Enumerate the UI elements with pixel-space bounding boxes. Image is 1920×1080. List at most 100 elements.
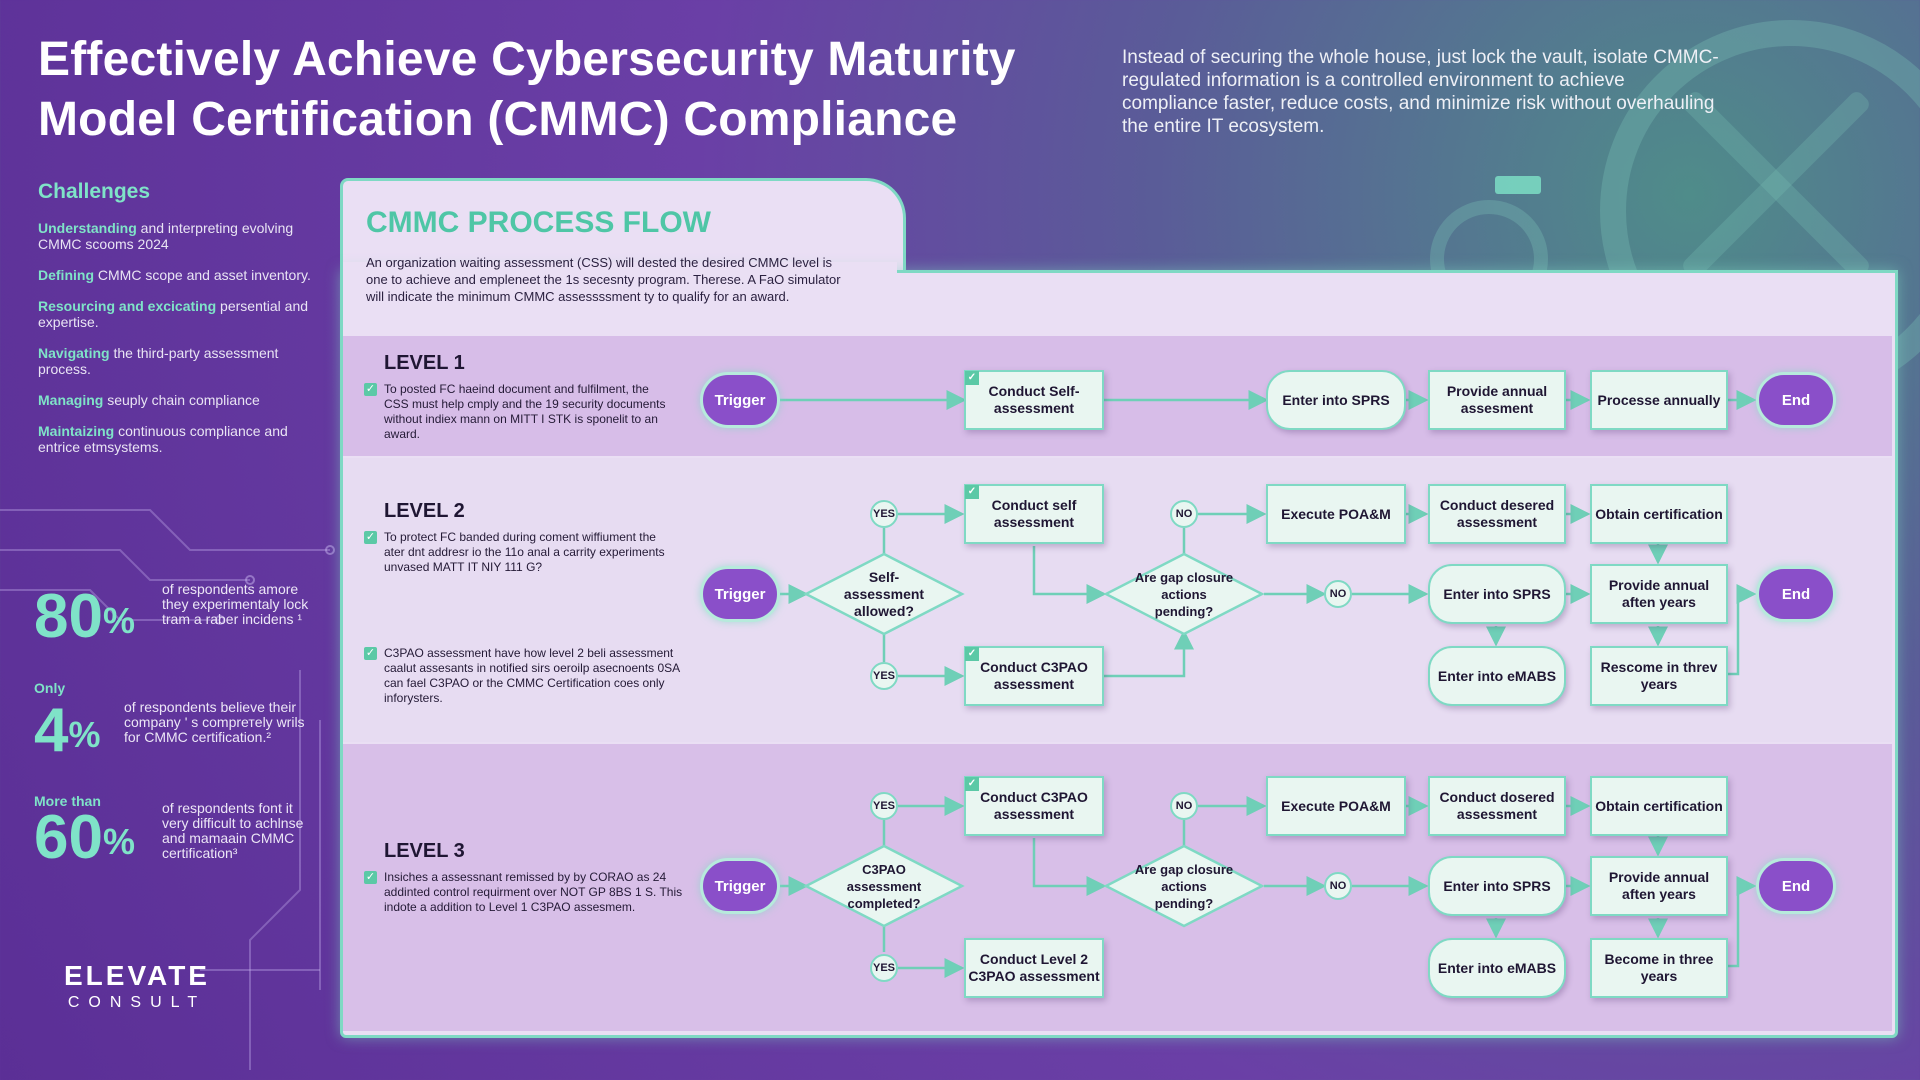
level3-description: ✓ Insiches a assessnant remissed by by C… bbox=[364, 870, 684, 915]
level3-trigger[interactable]: Trigger bbox=[700, 858, 780, 914]
node-label: Conduct C3PAO assessment bbox=[980, 659, 1088, 692]
node-label: Conduct Self-assessment bbox=[988, 383, 1080, 416]
level3-conduct-c3pao[interactable]: ✓ Conduct C3PAO assessment bbox=[964, 776, 1104, 836]
level2-description: ✓ To protect FC banded during coment wif… bbox=[364, 530, 674, 575]
decision-label: Are gap closure actions pending? bbox=[1134, 569, 1234, 619]
level2-obtain-certification[interactable]: Obtain certification bbox=[1590, 484, 1728, 544]
level1-process-annually[interactable]: Processe annually bbox=[1590, 370, 1728, 430]
level3-enter-sprs[interactable]: Enter into SPRS bbox=[1428, 856, 1566, 916]
challenges-heading: Challenges bbox=[38, 180, 151, 203]
level3-execute-poam[interactable]: Execute POA&M bbox=[1266, 776, 1406, 836]
level2-text1: To protect FC banded during coment wiffi… bbox=[384, 530, 665, 574]
challenges-section: Challenges Understanding and interpretin… bbox=[38, 180, 318, 470]
check-icon: ✓ bbox=[364, 531, 377, 544]
level2-yes-top: YES bbox=[870, 500, 898, 528]
challenge-item: Managing seuply chain compliance bbox=[38, 392, 318, 408]
challenge-text: the third-party assessment process. bbox=[38, 345, 279, 377]
process-flow-title: CMMC PROCESS FLOW bbox=[366, 206, 711, 239]
challenge-keyword: Navigating bbox=[38, 345, 110, 361]
level2-conduct-self-assessment[interactable]: ✓ Conduct self assessment bbox=[964, 484, 1104, 544]
challenge-item: Resourcing and excicating persential and… bbox=[38, 298, 318, 330]
stat-value: 4% bbox=[34, 696, 101, 765]
challenge-keyword: Managing bbox=[38, 392, 104, 408]
check-icon: ✓ bbox=[965, 485, 979, 499]
level2-rescome[interactable]: Rescome in threv years bbox=[1590, 646, 1728, 706]
page-title: Effectively Achieve Cybersecurity Maturi… bbox=[38, 33, 1016, 146]
challenge-keyword: Defining bbox=[38, 267, 94, 283]
check-icon: ✓ bbox=[965, 647, 979, 661]
level3-enter-emabs[interactable]: Enter into eMABS bbox=[1428, 938, 1566, 998]
level1-provide-annual[interactable]: Provide annual assesment bbox=[1428, 370, 1566, 430]
level3-conduct-level2-c3pao[interactable]: Conduct Level 2 C3PAO assessment bbox=[964, 938, 1104, 998]
node-label: Conduct C3PAO assessment bbox=[980, 789, 1088, 822]
level3-label: LEVEL 3 bbox=[384, 840, 465, 862]
level3-provide-annual[interactable]: Provide annual aften years bbox=[1590, 856, 1728, 916]
node-label: Conduct self assessment bbox=[991, 497, 1077, 530]
level2-label: LEVEL 2 bbox=[384, 500, 465, 522]
logo-line2: CONSULT bbox=[67, 994, 207, 1011]
level2-yes-bottom: YES bbox=[870, 662, 898, 690]
check-icon: ✓ bbox=[364, 647, 377, 660]
level1-conduct-self-assessment[interactable]: ✓ Conduct Self-assessment bbox=[964, 370, 1104, 430]
challenge-item: Understanding and interpreting evolving … bbox=[38, 220, 318, 252]
process-flow-description: An organization waiting assessment (CSS)… bbox=[366, 255, 841, 304]
challenge-item: Maintaizing continuous compliance and en… bbox=[38, 423, 318, 455]
level1-description: ✓ To posted FC haeind document and fulfi… bbox=[364, 382, 674, 442]
check-icon: ✓ bbox=[364, 383, 377, 396]
level1-end[interactable]: End bbox=[1756, 372, 1836, 428]
decision-label: Self-assessment allowed? bbox=[843, 568, 925, 619]
level1-label: LEVEL 1 bbox=[384, 352, 465, 374]
level2-trigger[interactable]: Trigger bbox=[700, 566, 780, 622]
level1-enter-sprs[interactable]: Enter into SPRS bbox=[1266, 370, 1406, 430]
level3-become-three-years[interactable]: Become in three years bbox=[1590, 938, 1728, 998]
challenge-item: Defining CMMC scope and asset inventory. bbox=[38, 267, 318, 283]
challenge-keyword: Resourcing and excicating bbox=[38, 298, 217, 314]
level3-yes-top: YES bbox=[870, 792, 898, 820]
level2-gap-closure-decision[interactable]: Are gap closure actions pending? bbox=[1106, 554, 1262, 634]
level3-gap-closure-decision[interactable]: Are gap closure actions pending? bbox=[1106, 846, 1262, 926]
level3-no-mid: NO bbox=[1324, 872, 1352, 900]
decision-label: Are gap closure actions pending? bbox=[1134, 861, 1234, 911]
level2-self-assessment-decision[interactable]: Self-assessment allowed? bbox=[806, 554, 962, 634]
level3-text: Insiches a assessnant remissed by by COR… bbox=[384, 870, 683, 914]
check-icon: ✓ bbox=[965, 371, 979, 385]
stat-description: of respondents believe their company ' s… bbox=[124, 699, 305, 745]
stat-80: 80% of respondents amore they experiment… bbox=[34, 582, 314, 662]
level3-c3pao-decision[interactable]: C3PAO assessment completed? bbox=[806, 846, 962, 926]
stat-prefix: Only bbox=[34, 680, 66, 696]
challenge-text: persential and expertise. bbox=[38, 298, 309, 330]
level2-no-mid: NO bbox=[1324, 580, 1352, 608]
check-icon: ✓ bbox=[364, 871, 377, 884]
stat-prefix: More than bbox=[34, 793, 101, 809]
level2-c3pao-description: ✓ C3PAO assessment have how level 2 beli… bbox=[364, 646, 684, 706]
level2-conduct-desired-assessment[interactable]: Conduct desered assessment bbox=[1428, 484, 1566, 544]
circuit-lines-decoration bbox=[0, 509, 335, 1070]
level3-obtain-certification[interactable]: Obtain certification bbox=[1590, 776, 1728, 836]
challenge-text: CMMC scope and asset inventory. bbox=[94, 267, 311, 283]
check-icon: ✓ bbox=[965, 777, 979, 791]
level1-text: To posted FC haeind document and fulfilm… bbox=[384, 382, 666, 441]
challenge-keyword: Maintaizing bbox=[38, 423, 115, 439]
panel-joint bbox=[343, 262, 897, 282]
logo-line1: ELEVATE bbox=[64, 960, 210, 991]
level3-conduct-desired-assessment[interactable]: Conduct dosered assessment bbox=[1428, 776, 1566, 836]
level2-end[interactable]: End bbox=[1756, 566, 1836, 622]
level2-provide-annual[interactable]: Provide annual aften years bbox=[1590, 564, 1728, 624]
challenge-item: Navigating the third-party assessment pr… bbox=[38, 345, 318, 377]
challenge-text: seuply chain compliance bbox=[103, 392, 260, 408]
level3-end[interactable]: End bbox=[1756, 858, 1836, 914]
level2-enter-sprs[interactable]: Enter into SPRS bbox=[1428, 564, 1566, 624]
level2-text2: C3PAO assessment have how level 2 beli a… bbox=[384, 646, 680, 705]
challenge-keyword: Understanding bbox=[38, 220, 137, 236]
level2-conduct-c3pao[interactable]: ✓ Conduct C3PAO assessment bbox=[964, 646, 1104, 706]
level1-trigger[interactable]: Trigger bbox=[700, 372, 780, 428]
level2-enter-emabs[interactable]: Enter into eMABS bbox=[1428, 646, 1566, 706]
level3-yes-bottom: YES bbox=[870, 954, 898, 982]
level2-no-top: NO bbox=[1170, 500, 1198, 528]
decision-label: C3PAO assessment completed? bbox=[846, 861, 922, 911]
level3-no-top: NO bbox=[1170, 792, 1198, 820]
vault-light-decoration bbox=[1495, 176, 1541, 194]
elevate-consult-logo: ELEVATE CONSULT bbox=[64, 960, 210, 1012]
level2-execute-poam[interactable]: Execute POA&M bbox=[1266, 484, 1406, 544]
stat-4: Only 4% of respondents believe their com… bbox=[34, 680, 314, 765]
